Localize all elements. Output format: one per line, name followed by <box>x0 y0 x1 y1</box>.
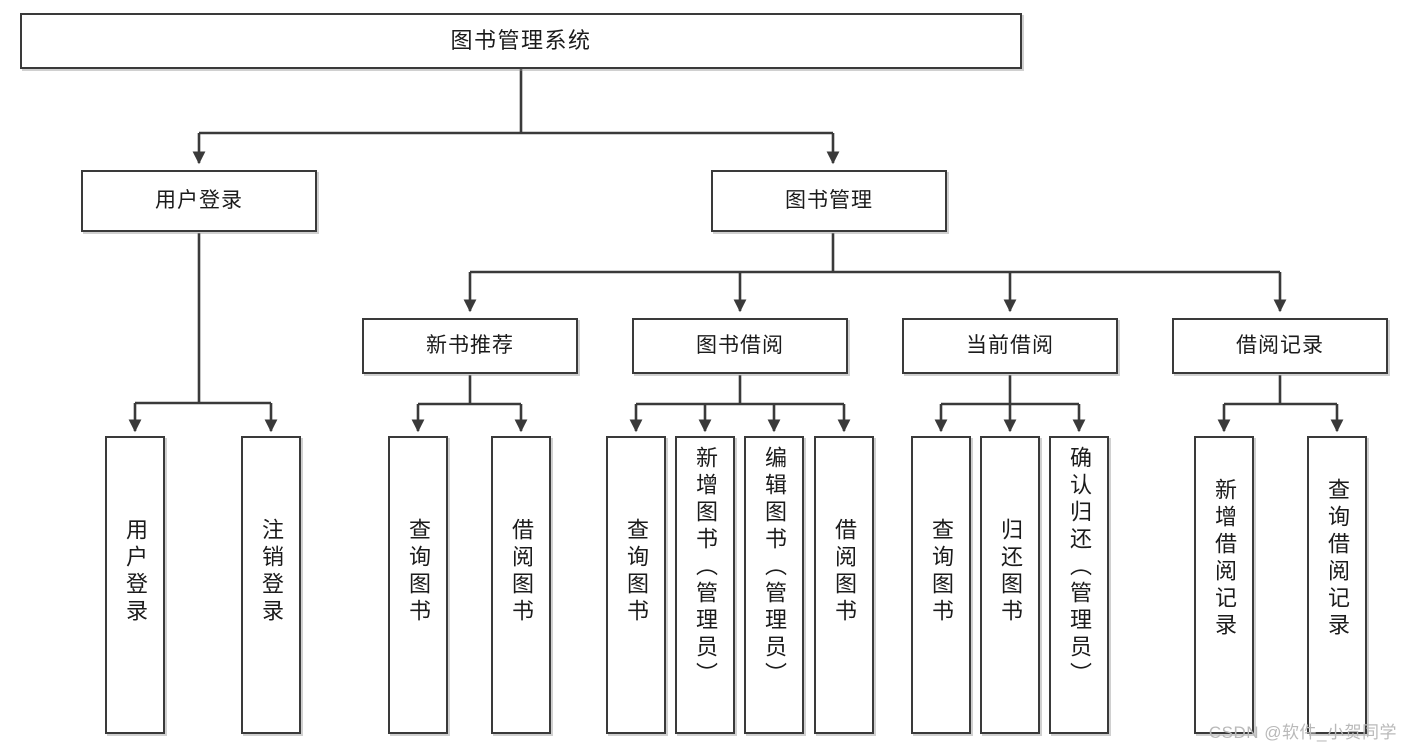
leaf-edit-book-admin[interactable]: 编辑图书（管理员） <box>744 436 804 734</box>
node-label: 图书管理 <box>785 188 873 212</box>
node-label: 借阅图书 <box>509 518 534 626</box>
node-label: 查询借阅记录 <box>1325 478 1350 640</box>
node-user-login[interactable]: 用户登录 <box>81 170 317 232</box>
leaf-borrow-book[interactable]: 借阅图书 <box>814 436 874 734</box>
leaf-user-login[interactable]: 用户登录 <box>105 436 165 734</box>
node-book-borrow[interactable]: 图书借阅 <box>632 318 848 374</box>
csdn-watermark: CSDN @软件_小贺同学 <box>1208 723 1397 742</box>
node-label: 用户登录 <box>123 518 148 626</box>
node-label: 编辑图书（管理员） <box>762 446 787 689</box>
node-book-management[interactable]: 图书管理 <box>711 170 947 232</box>
leaf-confirm-return-admin[interactable]: 确认归还（管理员） <box>1049 436 1109 734</box>
leaf-query-book-borrow[interactable]: 查询图书 <box>606 436 666 734</box>
node-label: 新增图书（管理员） <box>693 446 718 689</box>
leaf-add-borrow-record[interactable]: 新增借阅记录 <box>1194 436 1254 734</box>
node-label: 图书管理系统 <box>450 28 592 54</box>
leaf-query-book-recommend[interactable]: 查询图书 <box>388 436 448 734</box>
leaf-logout[interactable]: 注销登录 <box>241 436 301 734</box>
node-current-borrow[interactable]: 当前借阅 <box>902 318 1118 374</box>
node-label: 新书推荐 <box>426 333 514 357</box>
leaf-borrow-book-recommend[interactable]: 借阅图书 <box>491 436 551 734</box>
leaf-return-book[interactable]: 归还图书 <box>980 436 1040 734</box>
node-borrow-records[interactable]: 借阅记录 <box>1172 318 1388 374</box>
node-label: 注销登录 <box>259 518 284 626</box>
node-label: 借阅图书 <box>832 518 857 626</box>
node-label: 确认归还（管理员） <box>1067 446 1092 689</box>
node-label: 查询图书 <box>624 518 649 626</box>
node-label: 查询图书 <box>929 518 954 626</box>
leaf-query-book-current[interactable]: 查询图书 <box>911 436 971 734</box>
node-label: 用户登录 <box>155 188 243 212</box>
node-label: 查询图书 <box>406 518 431 626</box>
node-label: 归还图书 <box>998 518 1023 626</box>
node-new-book-recommend[interactable]: 新书推荐 <box>362 318 578 374</box>
node-root-system[interactable]: 图书管理系统 <box>20 13 1022 69</box>
leaf-query-borrow-record[interactable]: 查询借阅记录 <box>1307 436 1367 734</box>
leaf-add-book-admin[interactable]: 新增图书（管理员） <box>675 436 735 734</box>
node-label: 图书借阅 <box>696 333 784 357</box>
node-label: 借阅记录 <box>1236 333 1324 357</box>
node-label: 新增借阅记录 <box>1212 478 1237 640</box>
node-label: 当前借阅 <box>966 333 1054 357</box>
